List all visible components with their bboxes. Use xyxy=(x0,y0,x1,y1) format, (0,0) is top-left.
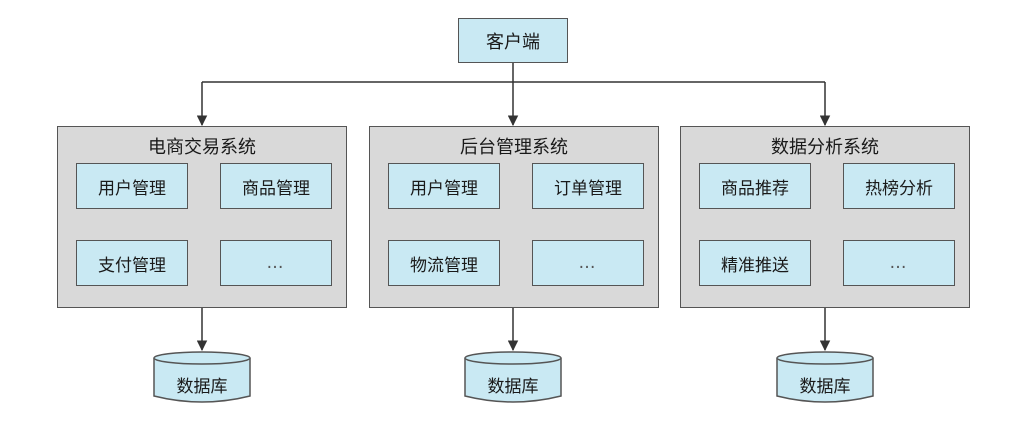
module-box: 商品管理 xyxy=(220,163,332,209)
client-box: 客户端 xyxy=(458,18,568,63)
module-box-ellipsis: … xyxy=(220,240,332,286)
database-cylinder-1 xyxy=(153,351,251,403)
module-box: 支付管理 xyxy=(76,240,188,286)
system-box-backend: 后台管理系统 用户管理 订单管理 物流管理 … xyxy=(369,126,659,308)
database-cylinder-3 xyxy=(776,351,874,403)
module-box: 精准推送 xyxy=(699,240,811,286)
system-title: 后台管理系统 xyxy=(460,137,568,158)
module-box: 商品推荐 xyxy=(699,163,811,209)
database-label: 数据库 xyxy=(487,377,539,397)
module-box: 用户管理 xyxy=(76,163,188,209)
module-box: 订单管理 xyxy=(532,163,644,209)
system-box-ecommerce: 电商交易系统 用户管理 商品管理 支付管理 … xyxy=(57,126,347,308)
system-title: 数据分析系统 xyxy=(771,137,879,158)
system-title: 电商交易系统 xyxy=(148,137,256,158)
module-box: 热榜分析 xyxy=(843,163,955,209)
module-box: 用户管理 xyxy=(388,163,500,209)
database-label: 数据库 xyxy=(176,377,228,397)
module-box-ellipsis: … xyxy=(843,240,955,286)
module-box-ellipsis: … xyxy=(532,240,644,286)
system-box-analytics: 数据分析系统 商品推荐 热榜分析 精准推送 … xyxy=(680,126,970,308)
client-label: 客户端 xyxy=(486,31,540,53)
database-cylinder-2 xyxy=(464,351,562,403)
database-label: 数据库 xyxy=(799,377,851,397)
module-box: 物流管理 xyxy=(388,240,500,286)
